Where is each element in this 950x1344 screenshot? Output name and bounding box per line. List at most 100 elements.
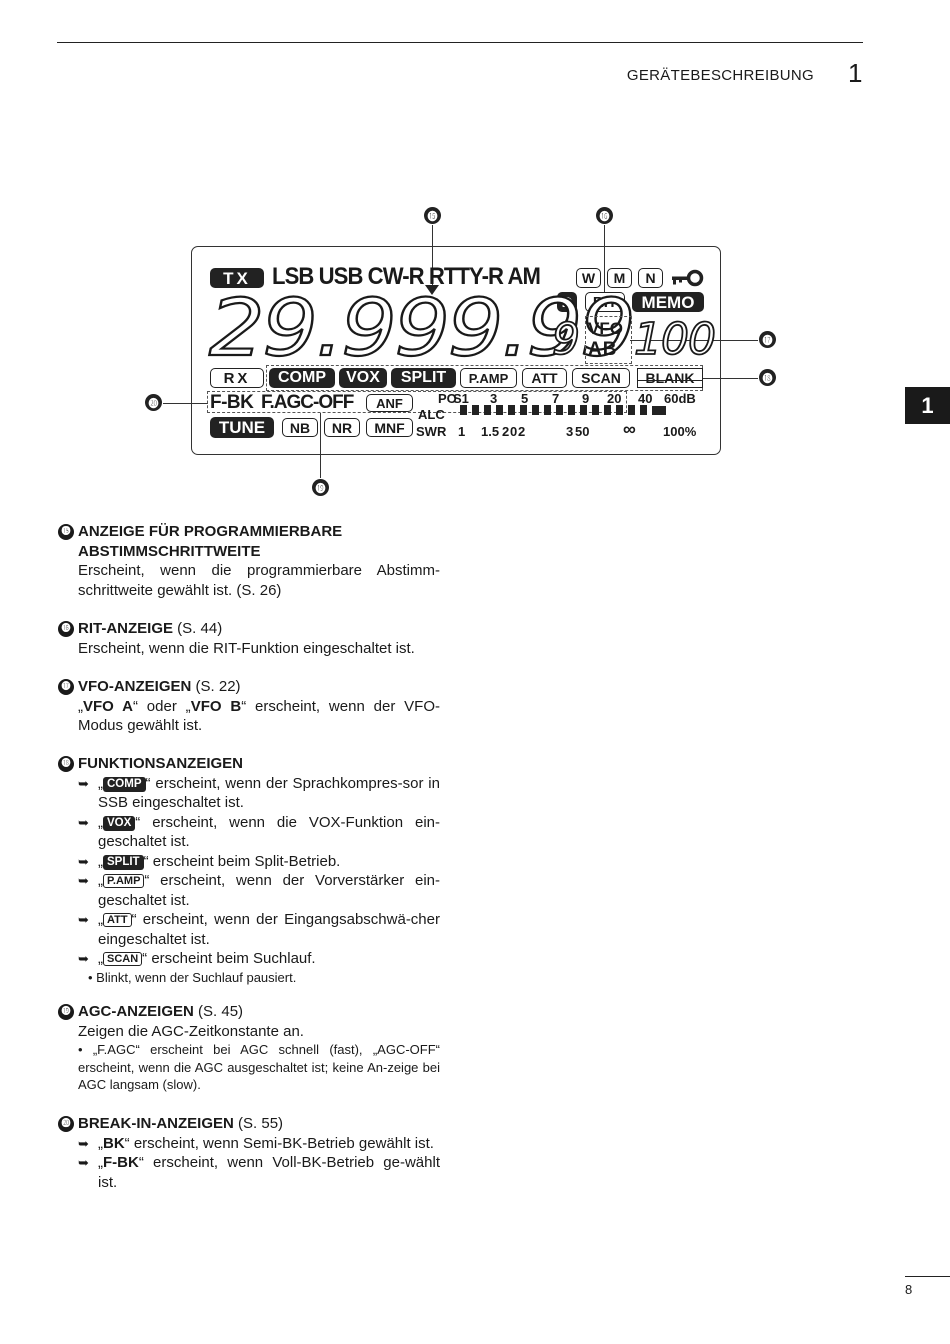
arrow-icon: ➥ [78, 912, 89, 927]
section-title: BREAK-IN-ANZEIGEN [78, 1115, 234, 1132]
callout-19: ⓳ [312, 479, 329, 496]
blank-strikeline [638, 380, 702, 381]
pamp-badge: P.AMP [103, 874, 145, 888]
meter-bar-segments [460, 405, 666, 415]
comp-badge: COMP [103, 776, 146, 792]
list-item: ➥„SPLIT“ erscheint beim Split-Betrieb. [78, 852, 341, 870]
mode-indicators: LSB USB CW-R RTTY-R AM [272, 263, 541, 290]
w-indicator: W [576, 268, 601, 288]
fagc-off-indicator: F.AGC-OFF [261, 392, 354, 413]
callout-15: ⓯ [424, 207, 441, 224]
list-item-text: “ erscheint, wenn der Eingangsabschwä-ch… [98, 911, 440, 948]
s-scale-9: 9 [582, 391, 590, 406]
section-number: ⓯ [58, 524, 74, 540]
vfo-indicator: VFO [588, 319, 623, 338]
fbk-indicator: F-BK [210, 392, 254, 413]
fbk-label: F-BK [103, 1154, 139, 1171]
section-number: ⓰ [58, 621, 74, 637]
section-title: VFO-ANZEIGEN [78, 678, 192, 695]
s-scale-1: S1 [453, 391, 469, 406]
leader-19 [320, 413, 322, 478]
callout-17: ⓱ [759, 331, 776, 348]
lcd-display-figure: ⓯ ⓰ ⓱ ⓲ ⓳ ⓴ TX LSB USB CW-R RTTY-R AM W … [0, 0, 950, 520]
s-scale-3: 3 [490, 391, 498, 406]
split-indicator: SPLIT [391, 368, 456, 388]
pamp-indicator: P.AMP [460, 368, 517, 388]
arrow-icon: ➥ [78, 853, 89, 869]
section-number: ⓴ [58, 1116, 74, 1132]
leader-18 [703, 378, 758, 380]
vfo-dashed-box [585, 316, 632, 364]
footer-rule [905, 1276, 950, 1277]
blank-indicator: BLANK [637, 368, 703, 388]
body-post: “ erscheint, wenn der VFO-Modus gewählt … [78, 697, 440, 735]
swr-scale-100: 100% [663, 424, 697, 439]
step-indicator-triangle [425, 285, 439, 295]
list-item-text: “ erscheint beim Split-Betrieb. [143, 852, 341, 870]
section-note: • Blinkt, wenn der Suchlauf pausiert. [88, 969, 297, 985]
section-body: „VFO A“ oder „VFO B“ erscheint, wenn der… [58, 697, 440, 736]
swr-scale-0: 0 [510, 424, 518, 439]
arrow-icon: ➥ [78, 951, 89, 966]
n-indicator: N [638, 268, 663, 288]
list-item: ➥„VOX“ erscheint, wenn die VOX-Funktion … [78, 813, 440, 851]
list-item-text: “ erscheint, wenn Voll-BK-Betrieb ge-wäh… [98, 1154, 440, 1191]
list-item-text: “ erscheint, wenn Semi-BK-Betrieb gewähl… [124, 1134, 434, 1152]
section-number: ⓲ [58, 756, 74, 772]
frequency-last-digit: 9 [551, 314, 581, 365]
att-badge: ATT [103, 913, 132, 927]
swr-scale-50: 50 [575, 424, 590, 439]
comp-indicator: COMP [269, 368, 335, 388]
leader-16 [604, 225, 606, 293]
running-header-chapter: 1 [848, 58, 863, 88]
section-title: FUNKTIONSANZEIGEN [78, 755, 243, 772]
rit-indicator: RIT [585, 292, 625, 312]
nb-indicator: NB [282, 418, 318, 437]
memory-channel-readout: 100 [633, 314, 717, 365]
page-number: 8 [905, 1282, 913, 1297]
s-scale-60db: 60dB [664, 391, 696, 406]
section-ref: (S. 22) [191, 678, 241, 695]
leader-20 [163, 403, 208, 405]
scan-badge: SCAN [103, 952, 143, 966]
lcd-frame [191, 246, 721, 455]
att-indicator: ATT [522, 368, 567, 388]
callout-18: ⓲ [759, 369, 776, 386]
section-note: • „F.AGC“ erscheint bei AGC schnell (fas… [78, 1042, 440, 1092]
nr-indicator: NR [324, 418, 360, 437]
frequency-readout: 29.999.99 [208, 284, 637, 374]
ab-indicator: AB [588, 339, 618, 360]
swr-scale-2b: 2 [518, 424, 526, 439]
section-ref: (S. 55) [233, 1115, 284, 1132]
anf-indicator: ANF [366, 394, 413, 412]
mnf-indicator: MNF [366, 418, 413, 437]
running-header-title: GERÄTEBESCHREIBUNG [626, 67, 814, 84]
list-item: ➥„BK“ erscheint, wenn Semi-BK-Betrieb ge… [58, 1134, 440, 1154]
section-body: Zeigen die AGC-Zeitkonstante an. [78, 1022, 304, 1040]
swr-scale-3: 3 [566, 424, 574, 439]
section-ref: (S. 45) [193, 1003, 244, 1020]
arrow-icon: ➥ [78, 814, 89, 830]
vox-indicator: VOX [339, 368, 387, 388]
section-title: ANZEIGE FÜR PROGRAMMIERBARE [78, 523, 343, 540]
section-number: ⓱ [58, 679, 74, 695]
agc-dashed-box [207, 391, 627, 413]
bk-label: BK [103, 1134, 125, 1152]
tx-indicator: TX [210, 268, 264, 288]
callout-16: ⓰ [596, 207, 613, 224]
split-badge: SPLIT [103, 854, 144, 870]
arrow-icon: ➥ [78, 1135, 89, 1151]
tune-indicator: TUNE [210, 417, 274, 438]
swr-scale-1-5: 1.5 [481, 424, 500, 439]
scan-indicator: SCAN [572, 368, 630, 388]
body-mid: “ oder „ [132, 697, 191, 715]
leader-17 [630, 340, 758, 342]
list-item-text: “ erscheint, wenn der Vorverstärker ein-… [98, 872, 440, 909]
d-indicator: D [557, 292, 577, 312]
section-ref: (S. 44) [173, 620, 223, 637]
